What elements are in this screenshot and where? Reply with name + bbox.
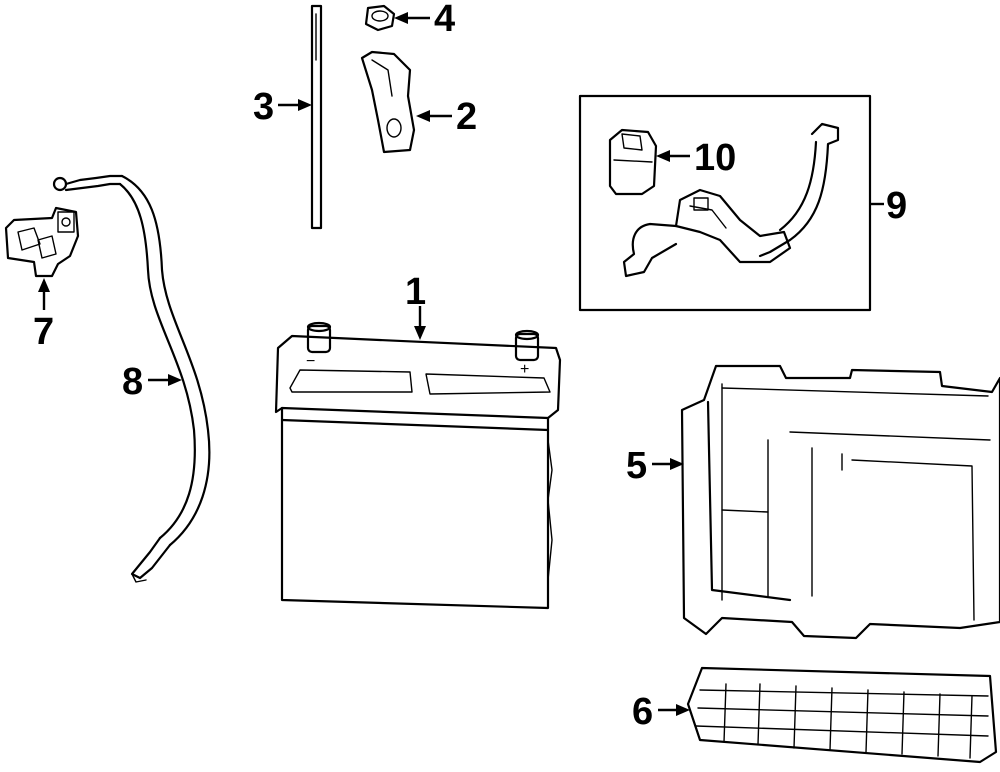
callout-9: 9 [870,185,907,227]
callout-label-3: 3 [253,86,274,128]
battery-tray [680,364,1000,640]
nut [364,4,396,32]
callout-5: 5 [626,445,684,487]
callout-3: 3 [253,86,312,128]
callout-label-2: 2 [456,96,477,138]
hold-down-bracket [360,50,416,154]
terminal-cover [608,128,658,196]
callout-10: 10 [656,137,736,179]
callout-label-1: 1 [405,271,426,313]
ground-cable [52,174,211,583]
positive-terminal-mark: + [520,361,529,378]
callout-4: 4 [394,0,455,40]
callout-label-6: 6 [632,691,653,733]
callout-7: 7 [33,278,54,353]
callout-6: 6 [632,691,690,733]
battery: − + [274,321,562,610]
tray-grid [686,666,998,764]
positive-cable-assembly [578,94,872,312]
callout-label-5: 5 [626,445,647,487]
callout-label-4: 4 [434,0,455,40]
callout-8: 8 [122,361,182,403]
callout-label-8: 8 [122,361,143,403]
negative-terminal-mark: − [306,353,315,370]
callout-label-9: 9 [886,185,907,227]
callout-label-10: 10 [694,137,736,179]
callout-2: 2 [416,96,477,138]
callout-1: 1 [405,271,426,340]
terminal-clamp [4,206,80,278]
callout-label-7: 7 [33,311,54,353]
hold-down-rod [310,4,323,230]
